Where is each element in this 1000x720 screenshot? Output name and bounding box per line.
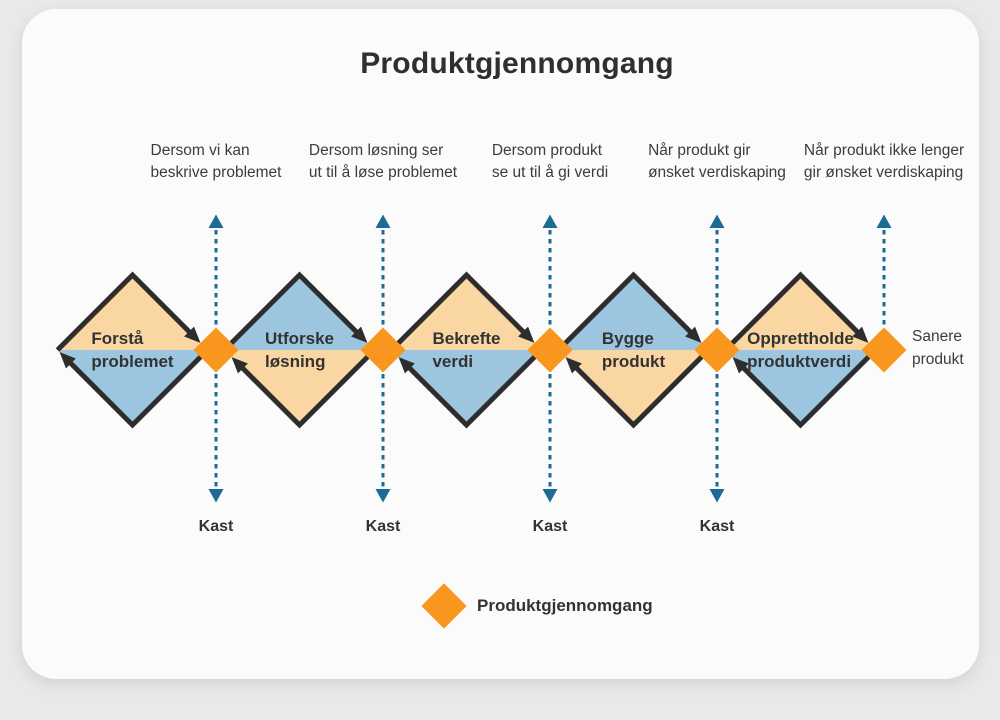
phase-label-line2: problemet <box>91 352 174 371</box>
end-state-label: Sanere produkt <box>912 326 964 371</box>
review-gate-icon <box>861 327 907 373</box>
forward-flow-arrow <box>222 271 368 352</box>
end-state-line2: produkt <box>912 350 964 368</box>
phase-label: Bekrefte verdi <box>432 327 500 373</box>
gate-condition-line2: se ut til å gi verdi <box>491 164 609 181</box>
gate-condition-label: Dersom produkt se ut til å gi verdi <box>492 140 608 184</box>
forward-flow-arrow <box>389 271 535 352</box>
review-gate-icon <box>527 327 573 373</box>
discard-arrow-down-icon <box>709 489 725 503</box>
legend-label: Produktgjennomgang <box>477 596 653 615</box>
phase-label-line1: Forstå <box>91 329 144 348</box>
gate-condition-label: Når produkt ikke lenger gir ønsket verdis… <box>804 140 964 184</box>
phase-bottom-half <box>725 350 876 425</box>
return-flow-arrow <box>565 348 711 429</box>
review-gate-icon <box>694 327 740 373</box>
phase-top-half <box>558 275 709 350</box>
review-gate-icon <box>360 327 406 373</box>
phase-top-half <box>57 275 208 350</box>
phase-label-line1: Opprettholde <box>747 329 854 348</box>
gate-condition-line2: gir ønsket verdiskaping <box>803 164 964 181</box>
phase-label-line1: Bygge <box>601 329 654 348</box>
discard-arrow-down-icon <box>542 489 558 503</box>
discard-label: Kast <box>365 518 401 535</box>
return-flow-arrow <box>732 348 878 429</box>
forward-flow-arrow <box>723 271 869 352</box>
forward-flow-arrow <box>55 271 201 352</box>
gate-condition-label: Dersom vi kan beskrive problemet <box>151 140 282 184</box>
phase-label: Utforske løsning <box>265 327 334 373</box>
discard-label: Kast <box>532 518 568 535</box>
gate-condition-line1: Når produkt gir <box>648 142 751 159</box>
gate-condition-line2: ut til å løse problemet <box>308 164 458 181</box>
review-gate-icon <box>193 327 239 373</box>
page-title: Produktgjennomgang <box>360 47 674 80</box>
phase-top-half <box>725 275 876 350</box>
discard-arrow-up-icon <box>542 214 558 228</box>
phase-label: Opprettholde produktverdi <box>747 327 854 373</box>
discard-arrow-up-icon <box>876 214 892 228</box>
gate-condition-line2: beskrive problemet <box>150 164 282 181</box>
gate-condition-line1: Dersom produkt <box>491 142 603 159</box>
discard-label: Kast <box>699 518 735 535</box>
discard-arrow-down-icon <box>208 489 224 503</box>
phase-bottom-half <box>558 350 709 425</box>
end-state-line1: Sanere <box>912 328 962 345</box>
discard-label: Kast <box>198 518 234 535</box>
gate-condition-line1: Når produkt ikke lenger <box>803 142 965 159</box>
return-flow-arrow <box>231 348 377 429</box>
discard-arrow-up-icon <box>208 214 224 228</box>
phase-bottom-half <box>57 350 208 425</box>
phase-bottom-half <box>224 350 375 425</box>
gate-condition-line1: Dersom vi kan <box>150 142 250 159</box>
gate-condition-label: Når produkt gir ønsket verdiskaping <box>648 140 786 184</box>
phase-label: Bygge produkt <box>602 327 665 373</box>
phase-label-line2: produktverdi <box>747 352 852 371</box>
discard-arrow-down-icon <box>375 489 391 503</box>
phase-top-half <box>224 275 375 350</box>
phase-label-line1: Bekrefte <box>432 329 501 348</box>
discard-arrow-up-icon <box>709 214 725 228</box>
forward-flow-arrow <box>556 271 702 352</box>
return-flow-arrow <box>398 348 544 429</box>
phase-label-line1: Utforske <box>265 329 334 348</box>
gate-condition-line1: Dersom løsning ser <box>308 142 444 159</box>
phase-label: Forstå problemet <box>91 327 173 373</box>
gate-condition-line2: ønsket verdiskaping <box>648 164 786 181</box>
phase-bottom-half <box>391 350 542 425</box>
phase-label-line2: produkt <box>601 352 666 371</box>
return-flow-arrow <box>59 348 210 429</box>
phase-label-line2: løsning <box>265 352 326 371</box>
discard-arrow-up-icon <box>375 214 391 228</box>
phase-label-line2: verdi <box>432 352 474 371</box>
phase-top-half <box>391 275 542 350</box>
gate-condition-label: Dersom løsning ser ut til å løse probleme… <box>309 140 457 184</box>
